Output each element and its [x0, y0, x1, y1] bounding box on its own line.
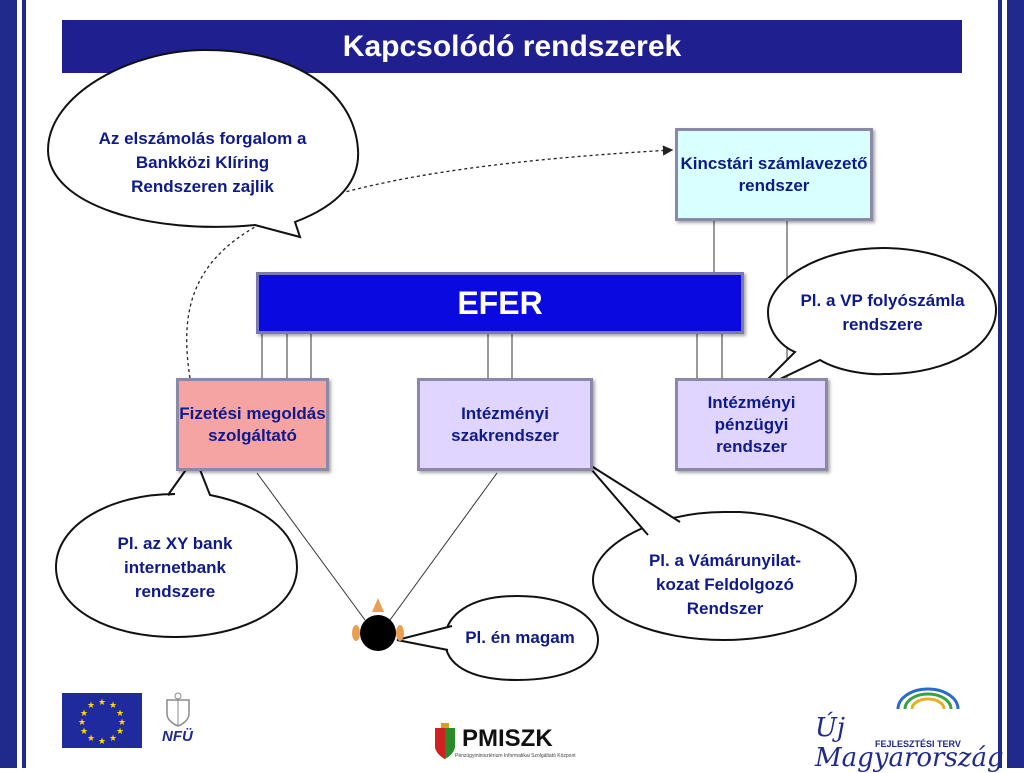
pmiszk-logo-subtext: Pénzügyminisztérium Informatikai Szolgál…	[455, 753, 576, 759]
person-szak-line	[389, 472, 498, 621]
callout-xy-shape	[54, 454, 299, 639]
institutional-finance-system-box: Intézményi pénzügyi rendszer	[675, 378, 828, 471]
ujm-logo-subtext: FEJLESZTÉSI TERV	[875, 739, 961, 749]
callout-bankkozi-text: Az elszámolás forgalom a Bankközi Klírin…	[98, 128, 307, 196]
institutional-specialist-system-box: Intézményi szakrendszer	[417, 378, 593, 471]
nfu-logo-text: NFÜ	[162, 728, 193, 745]
left-frame-line	[22, 0, 26, 768]
svg-text:★: ★	[80, 726, 88, 736]
person-icon	[352, 598, 404, 651]
callout-en-text: Pl. én magam	[465, 627, 575, 647]
ujm-arc-icon	[896, 687, 960, 710]
right-frame-line	[998, 0, 1002, 768]
callout-vp-shape	[756, 246, 998, 391]
pmiszk-crest-icon	[435, 723, 455, 759]
svg-text:★: ★	[116, 708, 124, 718]
payment-provider-box: Fizetési megoldás szolgáltató	[176, 378, 329, 471]
person-fizetesi-line	[256, 472, 366, 621]
callout-bankkozi-shape	[46, 48, 360, 239]
svg-text:★: ★	[118, 717, 126, 727]
svg-text:★: ★	[78, 717, 86, 727]
efer-system-box: EFER	[256, 272, 744, 334]
left-frame-bar	[0, 0, 17, 768]
callout-en-pointer	[396, 625, 453, 651]
callout-vam-text: Pl. a Vámárunyilat-kozat Feldolgozó Rend…	[648, 550, 802, 618]
svg-text:★: ★	[80, 708, 88, 718]
svg-text:★: ★	[87, 733, 95, 743]
svg-text:★: ★	[98, 736, 106, 746]
callout-xy-text: Pl. az XY bank internetbank rendszere	[117, 534, 233, 601]
svg-text:★: ★	[109, 700, 117, 710]
svg-text:★: ★	[98, 697, 106, 707]
svg-text:★: ★	[116, 726, 124, 736]
svg-text:★: ★	[109, 733, 117, 743]
pmiszk-logo-text: PMISZK	[462, 725, 553, 752]
svg-text:★: ★	[87, 700, 95, 710]
callout-vam-shape	[591, 511, 858, 642]
right-frame-bar	[1007, 0, 1024, 768]
kincstar-system-box: Kincstári számlavezető rendszer	[675, 128, 873, 221]
eu-flag-logo: ★ ★ ★ ★ ★ ★ ★ ★ ★ ★ ★ ★	[62, 693, 142, 748]
coat-of-arms-icon	[166, 692, 190, 727]
callout-en-shape	[443, 594, 600, 682]
callout-vp-text: Pl. a VP folyószámla rendszere	[800, 290, 965, 334]
